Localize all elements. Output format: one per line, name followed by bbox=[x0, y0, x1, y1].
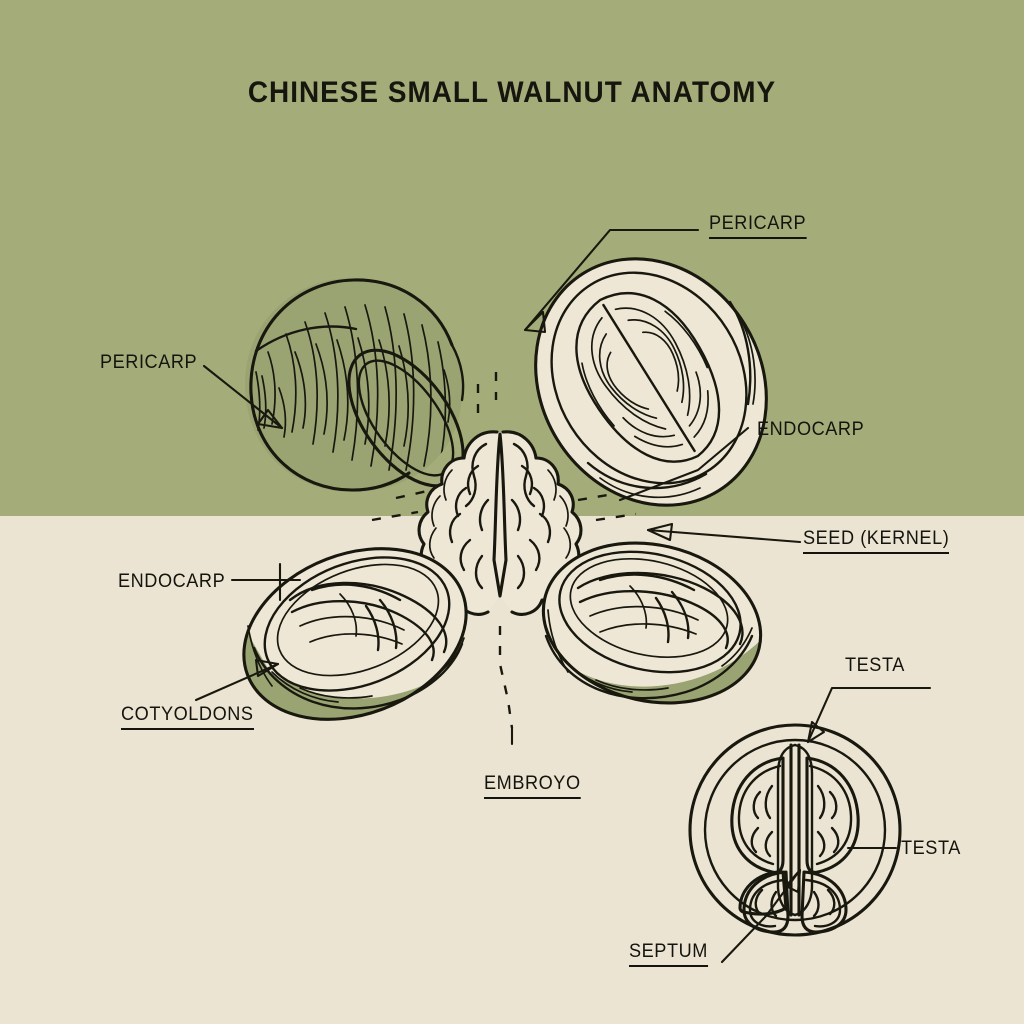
figure-cross-section bbox=[688, 723, 902, 937]
page-title: CHINESE SMALL WALNUT ANATOMY bbox=[247, 76, 777, 109]
label-testa-right: TESTA bbox=[901, 837, 961, 859]
label-pericarp-right: PERICARP bbox=[709, 212, 807, 239]
figure-whole-walnut bbox=[245, 278, 465, 492]
label-endocarp-left: ENDOCARP bbox=[118, 570, 226, 592]
leader-lines bbox=[194, 228, 932, 964]
figure-open-walnut bbox=[534, 257, 768, 507]
label-seed-kernel: SEED (KERNEL) bbox=[803, 527, 950, 554]
label-cotyledons: COTYOLDONS bbox=[121, 703, 254, 730]
label-pericarp-left: PERICARP bbox=[100, 351, 198, 373]
label-embryo: EMBROYO bbox=[484, 772, 581, 799]
label-endocarp-right: ENDOCARP bbox=[757, 418, 865, 440]
exploded-view-guides bbox=[371, 372, 637, 729]
background-top-band bbox=[0, 0, 1024, 516]
label-septum: SEPTUM bbox=[629, 940, 708, 967]
label-testa-top: TESTA bbox=[845, 654, 905, 676]
